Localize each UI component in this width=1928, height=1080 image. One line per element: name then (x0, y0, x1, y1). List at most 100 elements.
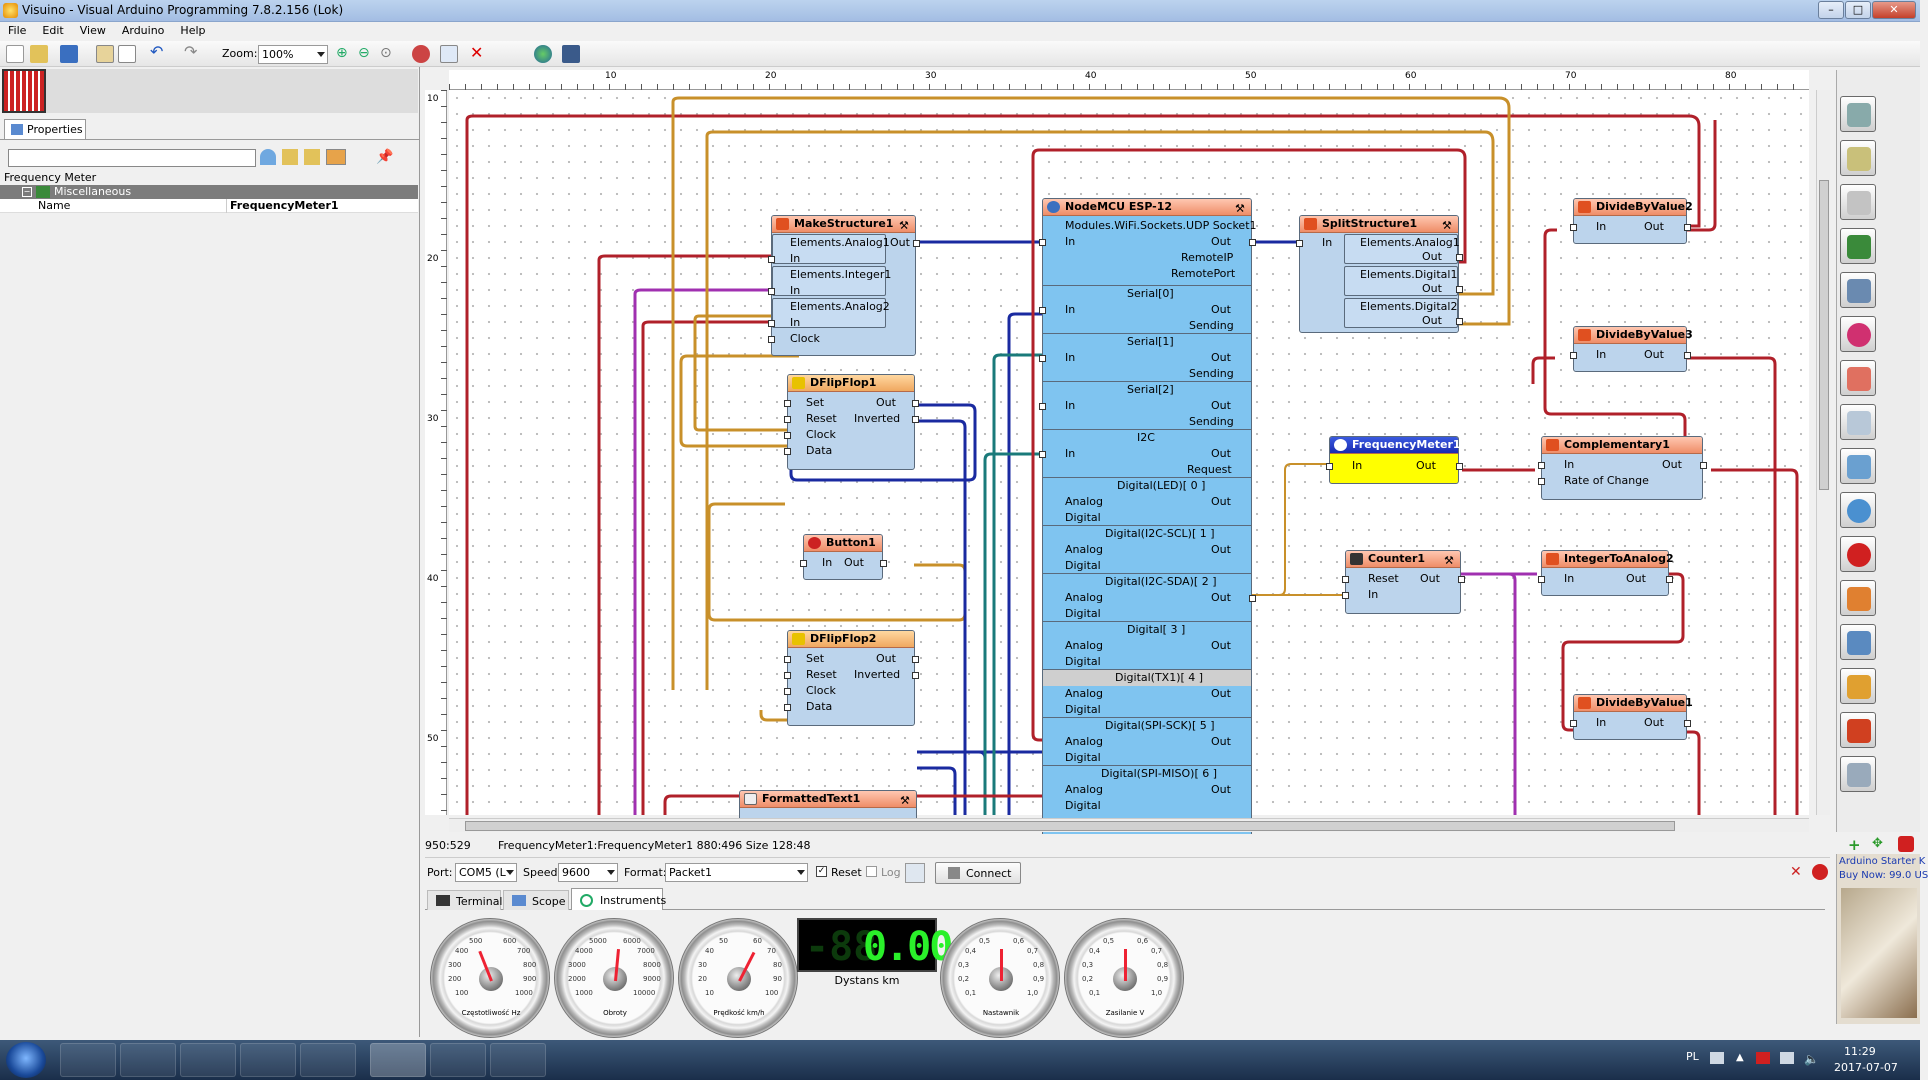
output-pin[interactable] (1684, 352, 1691, 359)
output-pin[interactable] (912, 672, 919, 679)
tray-date[interactable]: 2017-07-07 (1834, 1061, 1898, 1074)
menu-file[interactable]: File (8, 24, 27, 37)
menu-arduino[interactable]: Arduino (121, 24, 165, 37)
format-combo[interactable]: Packet1 (665, 863, 808, 882)
toolbox-category-icon[interactable] (1840, 140, 1876, 176)
wrench-icon[interactable]: ⚒ (1442, 219, 1452, 232)
dflipflop2-component[interactable]: DFlipFlop2 Set Reset Clock Data Out Inve… (784, 630, 919, 726)
keyboard-icon[interactable] (1710, 1052, 1724, 1064)
wrench-icon[interactable]: ⚒ (1235, 202, 1245, 215)
taskbar-media-icon[interactable] (180, 1043, 236, 1077)
taskbar-firefox-icon[interactable] (240, 1043, 296, 1077)
output-pin[interactable] (1456, 254, 1463, 261)
arrows-icon[interactable]: ✥ (1872, 836, 1883, 851)
input-pin[interactable] (784, 400, 791, 407)
input-pin[interactable] (800, 560, 807, 567)
power-icon[interactable] (1898, 836, 1914, 852)
divide-by-value2-component[interactable]: DivideByValue2 In Out (1570, 198, 1693, 244)
divide-by-value3-component[interactable]: DivideByValue3 In Out (1570, 326, 1693, 372)
category-row[interactable]: − Miscellaneous (0, 185, 418, 199)
input-pin[interactable] (1538, 478, 1545, 485)
add-icon[interactable]: + (1848, 836, 1861, 854)
network-icon[interactable] (1756, 1052, 1770, 1064)
tray-language[interactable]: PL (1686, 1050, 1699, 1063)
input-pin[interactable] (1342, 592, 1349, 599)
output-pin[interactable] (912, 400, 919, 407)
ad-title[interactable]: Arduino Starter K (1839, 856, 1926, 867)
volume-icon[interactable]: 🔈 (1804, 1052, 1819, 1066)
toolbox-category-icon[interactable] (1840, 360, 1876, 396)
reset-checkbox[interactable]: ✓ (816, 866, 827, 877)
output-pin[interactable] (1456, 318, 1463, 325)
redo-icon[interactable]: ↷ (184, 42, 198, 61)
toolbox-category-icon[interactable] (1840, 404, 1876, 440)
complementary-component[interactable]: Complementary1 In Rate of Change Out (1538, 436, 1707, 500)
new-file-icon[interactable] (6, 45, 24, 63)
wrench-icon[interactable]: ⚒ (899, 219, 909, 232)
toolbox-category-icon[interactable] (1840, 228, 1876, 264)
tray-time[interactable]: 11:29 (1844, 1045, 1876, 1058)
tray-arrow-icon[interactable]: ▲ (1736, 1052, 1744, 1063)
filter-icon[interactable] (260, 149, 276, 165)
output-pin[interactable] (1666, 576, 1673, 583)
toolbox-category-icon[interactable] (1840, 184, 1876, 220)
toolbox-category-icon[interactable] (1840, 448, 1876, 484)
tools-icon[interactable]: ✕ (1790, 864, 1802, 880)
minimize-button[interactable]: – (1818, 1, 1844, 19)
input-pin[interactable] (784, 672, 791, 679)
taskbar-window-icon[interactable] (490, 1043, 546, 1077)
horizontal-scrollbar[interactable] (449, 818, 1809, 832)
collapse-folder-icon[interactable] (304, 149, 320, 165)
save-icon[interactable] (60, 45, 78, 63)
input-pin[interactable] (1570, 352, 1577, 359)
undo-icon[interactable]: ↶ (150, 42, 164, 61)
stop-icon[interactable] (1812, 864, 1828, 880)
menu-edit[interactable]: Edit (42, 24, 64, 37)
select-tool-icon[interactable] (440, 45, 458, 63)
tab-terminal[interactable]: Terminal (427, 890, 503, 910)
input-pin[interactable] (768, 336, 775, 343)
input-pin[interactable] (1570, 720, 1577, 727)
input-pin[interactable] (1039, 307, 1046, 314)
input-pin[interactable] (1342, 576, 1349, 583)
button1-component[interactable]: Button1 In Out (800, 534, 887, 580)
input-pin[interactable] (1039, 451, 1046, 458)
expand-folder-icon[interactable] (282, 149, 298, 165)
menu-help[interactable]: Help (180, 24, 206, 37)
grid-icon[interactable] (96, 45, 114, 63)
start-button-icon[interactable] (6, 1042, 46, 1078)
split-structure-component[interactable]: SplitStructure1⚒ In Elements.Analog1 Out… (1296, 215, 1463, 333)
collapse-icon[interactable]: − (22, 187, 32, 197)
toolbox-category-icon[interactable] (1840, 316, 1876, 352)
scroll-thumb[interactable] (465, 821, 1675, 831)
input-pin[interactable] (784, 688, 791, 695)
counter-component[interactable]: Counter1⚒ Reset In Out (1342, 550, 1465, 614)
toolbox-category-icon[interactable] (1840, 580, 1876, 616)
diagram-canvas[interactable]: MakeStructure1⚒ Elements.Analog1 In Elem… (449, 90, 1809, 838)
tab-properties[interactable]: Properties (4, 119, 86, 139)
board-icon[interactable] (562, 45, 580, 63)
output-pin[interactable] (1684, 720, 1691, 727)
close-button[interactable]: ✕ (1872, 1, 1916, 19)
integer-to-analog-component[interactable]: IntegerToAnalog2 In Out (1538, 550, 1674, 596)
input-pin[interactable] (784, 416, 791, 423)
toolbox-category-icon[interactable] (1840, 712, 1876, 748)
globe-icon[interactable] (534, 45, 552, 63)
zoom-combo[interactable]: 100% (258, 45, 328, 64)
toolbox-category-icon[interactable] (1840, 492, 1876, 528)
input-pin[interactable] (1538, 462, 1545, 469)
output-pin[interactable] (912, 416, 919, 423)
output-pin[interactable] (1684, 224, 1691, 231)
divide-by-value1-component[interactable]: DivideByValue1 In Out (1570, 694, 1693, 740)
input-pin[interactable] (784, 432, 791, 439)
toolbox-category-icon[interactable] (1840, 624, 1876, 660)
wrench-icon[interactable]: ⚒ (900, 794, 910, 807)
port-combo[interactable]: COM5 (L (455, 863, 517, 882)
connect-button[interactable]: Connect (935, 862, 1021, 884)
vertical-scrollbar[interactable] (1816, 90, 1830, 815)
wrench-icon[interactable]: ⚒ (1444, 554, 1454, 567)
property-row-name[interactable]: Name FrequencyMeter1 (0, 199, 418, 213)
output-pin[interactable] (1456, 463, 1463, 470)
maximize-button[interactable]: □ (1845, 1, 1871, 19)
compile-icon[interactable] (412, 45, 430, 63)
